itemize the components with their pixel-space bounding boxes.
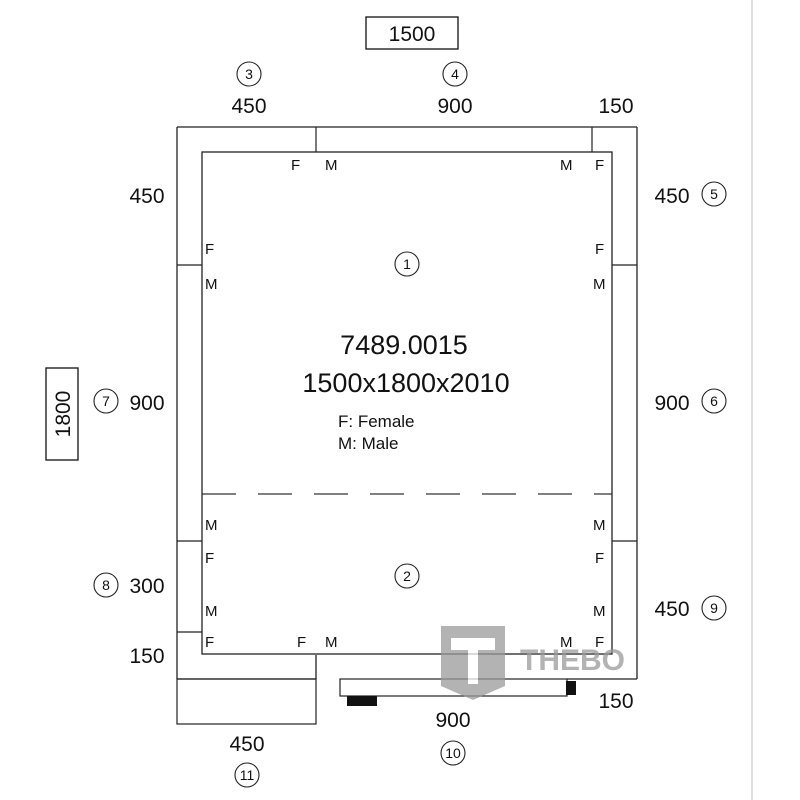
- marker-m: M: [560, 634, 573, 651]
- width-total: 1500: [389, 23, 436, 46]
- marker-m: M: [325, 157, 338, 174]
- circle-4: [442, 61, 468, 87]
- panel-number-9: 9: [710, 600, 718, 616]
- panel-number-4: 4: [451, 66, 459, 82]
- dim-right-top: 450: [654, 185, 689, 208]
- marker-f: F: [291, 157, 300, 174]
- panel-number-1: 1: [403, 256, 411, 272]
- marker-f: F: [595, 634, 604, 651]
- dim-left-mid: 900: [129, 392, 164, 415]
- depth-total: 1800: [52, 391, 75, 438]
- panel-number-11: 11: [240, 767, 255, 783]
- panel-joints: [177, 127, 637, 633]
- outer-walls: [176, 126, 638, 680]
- marker-m: M: [205, 517, 218, 534]
- connector-markers: F M M F F M F M M F M F M F M F F M M: [205, 157, 606, 651]
- depth-total-box: [45, 367, 79, 461]
- panel-number-6: 6: [710, 393, 718, 409]
- dim-left-top: 450: [129, 185, 164, 208]
- dim-top-mid: 900: [437, 95, 472, 118]
- dim-left-low: 300: [129, 575, 164, 598]
- width-total-box: [365, 16, 459, 50]
- dim-top-left: 450: [231, 95, 266, 118]
- door-hinge-right: [566, 681, 576, 695]
- watermark: THEBO: [441, 626, 625, 700]
- marker-m: M: [205, 603, 218, 620]
- marker-m: M: [593, 276, 606, 293]
- floor-panel: [176, 678, 317, 725]
- marker-f: F: [595, 241, 604, 258]
- dimension-labels: 450 900 150 450 900 300 150 450 900 450 …: [129, 95, 689, 756]
- marker-m: M: [593, 517, 606, 534]
- dim-right-mid: 900: [654, 392, 689, 415]
- dim-right-low: 450: [654, 598, 689, 621]
- dim-bottom-mid: 900: [435, 709, 470, 732]
- circle-7: [93, 388, 119, 414]
- marker-f: F: [595, 157, 604, 174]
- circle-3: [236, 61, 262, 87]
- marker-f: F: [297, 634, 306, 651]
- circle-2: [394, 563, 420, 589]
- product-code: 7489.0015: [340, 330, 468, 360]
- inner-room: [201, 151, 613, 655]
- marker-f: F: [205, 550, 214, 567]
- legend-female: F: Female: [338, 412, 415, 431]
- dim-top-right: 150: [598, 95, 633, 118]
- marker-m: M: [205, 276, 218, 293]
- marker-f: F: [205, 241, 214, 258]
- circle-6: [701, 388, 727, 414]
- circle-1: [394, 251, 420, 277]
- circle-9: [701, 595, 727, 621]
- panel-number-2: 2: [403, 568, 411, 584]
- panel-number-10: 10: [445, 745, 461, 761]
- circle-11: [234, 762, 260, 788]
- circle-10: [440, 740, 466, 766]
- panel-number-8: 8: [102, 577, 110, 593]
- panel-number-circles: [93, 61, 727, 788]
- circle-8: [93, 572, 119, 598]
- panel-number-3: 3: [245, 66, 253, 82]
- marker-f: F: [205, 634, 214, 651]
- panel-number-7: 7: [102, 393, 110, 409]
- dim-left-bottom: 150: [129, 645, 164, 668]
- marker-m: M: [593, 603, 606, 620]
- product-size: 1500x1800x2010: [302, 368, 509, 398]
- dim-right-bottom: 150: [598, 690, 633, 713]
- title-block: 7489.0015 1500x1800x2010 F: Female M: Ma…: [302, 330, 509, 453]
- panel-numbers: 1 2 3 4 5 6 7 8 9 10 11: [102, 66, 718, 783]
- watermark-text: THEBO: [520, 644, 625, 677]
- panel-number-5: 5: [710, 186, 718, 202]
- circle-5: [701, 181, 727, 207]
- thebo-logo-icon: [441, 626, 505, 700]
- legend-male: M: Male: [338, 434, 398, 453]
- marker-m: M: [325, 634, 338, 651]
- dim-bottom-left: 450: [229, 733, 264, 756]
- marker-m: M: [560, 157, 573, 174]
- marker-f: F: [595, 550, 604, 567]
- door-hinge-left: [347, 696, 377, 706]
